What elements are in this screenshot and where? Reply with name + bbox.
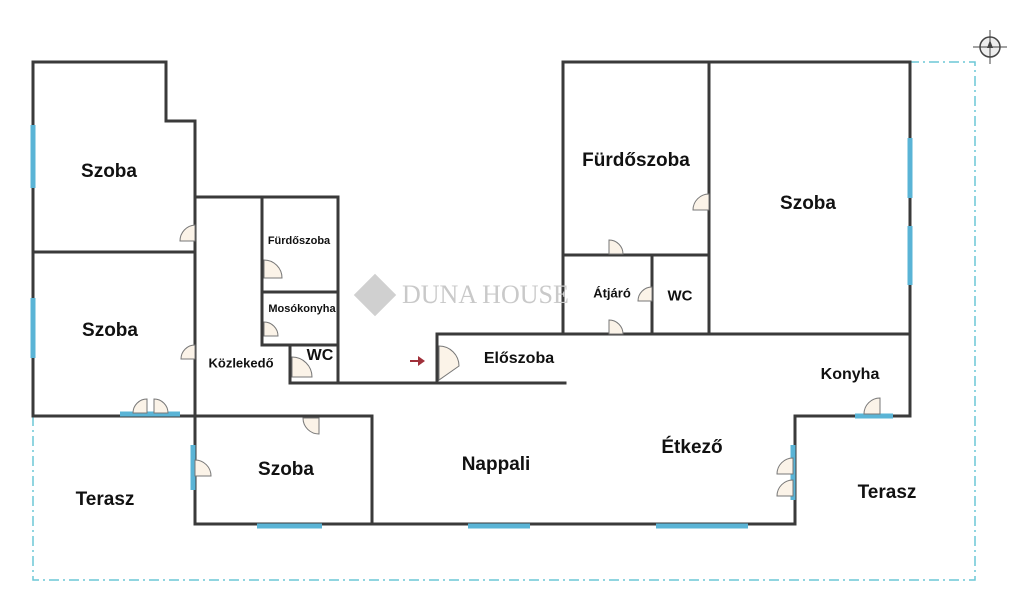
room-label-wc-left: WC	[306, 347, 334, 364]
room-label-etkezo: Étkező	[661, 437, 723, 458]
room-label-konyha: Konyha	[820, 366, 880, 383]
watermark-text: DUNA HOUSE	[402, 280, 569, 309]
room-label-wc-right: WC	[667, 287, 693, 305]
room-label-atjaro: Átjáró	[593, 285, 631, 301]
room-label-szoba-top-left: Szoba	[81, 161, 137, 182]
room-label-terasz-right: Terasz	[857, 482, 917, 503]
room-label-kozlekedo: Közlekedő	[208, 355, 274, 371]
room-label-mosokonyha: Mosókonyha	[268, 303, 336, 315]
room-label-furdoszoba: Fürdőszoba	[582, 150, 690, 171]
room-label-eloszoba: Előszoba	[483, 350, 555, 367]
doors	[132, 193, 881, 497]
room-label-szoba-bottom: Szoba	[258, 459, 314, 480]
room-label-szoba-right: Szoba	[780, 193, 836, 214]
walls	[31, 60, 912, 526]
room-label-szoba-mid-left: Szoba	[82, 320, 138, 341]
windows	[30, 125, 913, 529]
terrace-outline	[32, 61, 976, 581]
room-label-terasz-left: Terasz	[75, 489, 135, 510]
entrance-arrow-icon	[410, 356, 425, 366]
duna-house-logo-icon	[353, 273, 397, 317]
duna-house-watermark: DUNA HOUSE	[353, 273, 569, 317]
compass-icon	[973, 30, 1007, 64]
room-label-nappali: Nappali	[461, 454, 531, 475]
room-label-furdoszoba-small: Fürdőszoba	[267, 235, 331, 247]
